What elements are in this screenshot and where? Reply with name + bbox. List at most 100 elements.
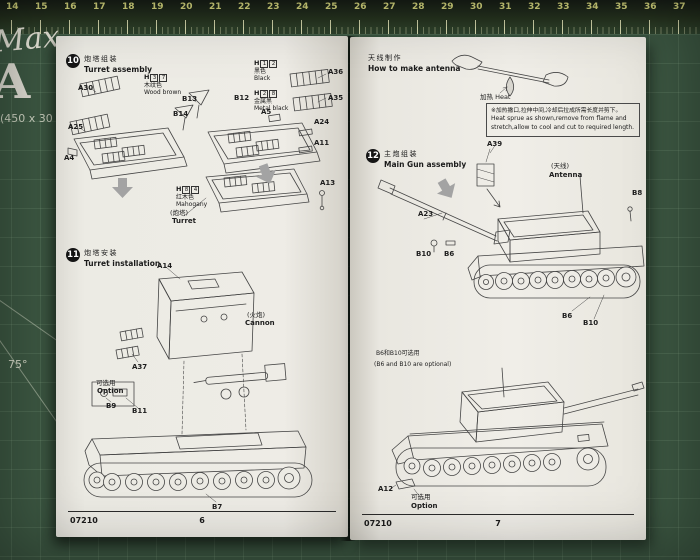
ruler-number: 32: [528, 2, 541, 12]
kit-number: 07210: [70, 516, 98, 525]
step-12-title-cn: 主炮组装: [384, 150, 418, 158]
part-label: B14: [173, 110, 189, 118]
part-label: A24: [314, 118, 330, 126]
ruler-number: 34: [586, 2, 599, 12]
part-label: (炮塔): [170, 209, 189, 217]
part-label: A13: [320, 179, 336, 187]
ruler-number: 35: [615, 2, 628, 12]
manual-page-left: 10 炮塔组装 Turret assembly 11 炮塔安装 Turret i…: [56, 36, 348, 537]
part-label: A37: [132, 363, 148, 371]
step-12-number: 12: [366, 149, 380, 163]
ruler-number: 23: [267, 2, 280, 12]
step-12-header: 12 主炮组装 Main Gun assembly: [366, 149, 466, 169]
part-label: B10: [583, 319, 599, 327]
mat-size-text: (450 x 30: [0, 112, 53, 125]
ruler-number: 37: [673, 2, 686, 12]
part-label: A4: [64, 154, 75, 162]
part-label: Antenna: [549, 171, 583, 179]
ruler-number: 29: [441, 2, 454, 12]
step-10-title-en: Turret assembly: [84, 65, 153, 74]
ruler-number: 26: [354, 2, 367, 12]
step-10-title-cn: 炮塔组装: [84, 55, 118, 63]
part-label: A30: [78, 84, 94, 92]
antenna-title-en: How to make antenna: [368, 64, 461, 73]
left-page-footer: 07210 6: [68, 511, 336, 527]
ruler-number: 17: [93, 2, 106, 12]
part-label: B9: [106, 402, 117, 410]
ruler-number: 27: [383, 2, 396, 12]
part-label: B6: [562, 312, 573, 320]
ruler-number: 33: [557, 2, 570, 12]
ruler-number: 36: [644, 2, 657, 12]
step-12-title-en: Main Gun assembly: [384, 160, 467, 169]
ruler-number: 19: [151, 2, 164, 12]
step-11-title-cn: 炮塔安装: [84, 249, 118, 257]
ruler-number: 30: [470, 2, 483, 12]
part-label: A11: [314, 139, 330, 147]
ruler-number: 28: [412, 2, 425, 12]
right-page-illustration: [377, 54, 645, 498]
ruler-number: 15: [35, 2, 48, 12]
antenna-note-en-1: Heat sprue as shown,remove from flame an…: [491, 115, 627, 123]
part-label: Option: [411, 502, 438, 510]
part-label: B6和B10可选用: [376, 350, 420, 357]
part-label: B12: [234, 94, 250, 102]
page-number: 7: [495, 519, 501, 528]
ruler-number: 16: [64, 2, 77, 12]
part-label: A5: [261, 108, 272, 116]
part-label: (天线): [551, 162, 570, 170]
left-page-illustration: [67, 68, 333, 503]
ruler-number: 18: [122, 2, 135, 12]
part-label: B11: [132, 407, 148, 415]
part-label: B8: [632, 189, 643, 197]
part-label: A23: [418, 210, 434, 218]
antenna-note-en-2: stretch,allow to cool and cut to require…: [491, 124, 635, 132]
part-label: 可选用: [96, 379, 116, 387]
part-label: B7: [212, 503, 223, 511]
ruler-number: 20: [180, 2, 193, 12]
part-label: (火炮): [247, 311, 266, 319]
step-11-title-en: Turret installation: [84, 259, 161, 268]
part-label: B6: [444, 250, 455, 258]
antenna-howto-title: 天线制作 How to make antenna: [368, 53, 461, 73]
step-10-number: 10: [66, 54, 80, 68]
part-label: (B6 and B10 are optional): [374, 361, 452, 368]
step-11-number: 11: [66, 248, 80, 262]
part-label: Turret: [172, 217, 196, 225]
page-number: 6: [199, 516, 205, 525]
part-label: 可选用: [411, 493, 431, 501]
part-label: A39: [487, 140, 503, 148]
ruler-number: 31: [499, 2, 512, 12]
right-page-footer: 07210 7: [362, 514, 634, 530]
ruler-number: 21: [209, 2, 222, 12]
ruler-ticks: [0, 20, 700, 34]
manual-page-right: 天线制作 How to make antenna ※加热撇口,拉伸中间,冷却后拉…: [350, 37, 646, 540]
antenna-note-cn: ※加热撇口,拉伸中间,冷却后拉成所需长度并剪下。: [491, 108, 622, 114]
kit-number: 07210: [364, 519, 392, 528]
ruler-number: 22: [238, 2, 251, 12]
part-label: Option: [97, 387, 124, 395]
antenna-title-cn: 天线制作: [368, 54, 402, 62]
part-label: Cannon: [245, 319, 275, 327]
step-11-header: 11 炮塔安装 Turret installation: [66, 248, 160, 268]
mat-angle-text: 75°: [8, 358, 28, 371]
ruler-number: 25: [325, 2, 338, 12]
part-label: A14: [157, 262, 173, 270]
antenna-note-box: ※加热撇口,拉伸中间,冷却后拉成所需长度并剪下。 Heat sprue as s…: [486, 103, 640, 137]
ruler-number: 14: [6, 2, 19, 12]
step-10-header: 10 炮塔组装 Turret assembly: [66, 54, 152, 74]
mat-brand-letter: A: [0, 54, 31, 110]
part-label: 加热 Heat: [480, 93, 511, 101]
part-label: A35: [328, 94, 344, 102]
part-label: A36: [328, 68, 344, 76]
part-label: B10: [416, 250, 432, 258]
part-label: A25: [68, 123, 84, 131]
